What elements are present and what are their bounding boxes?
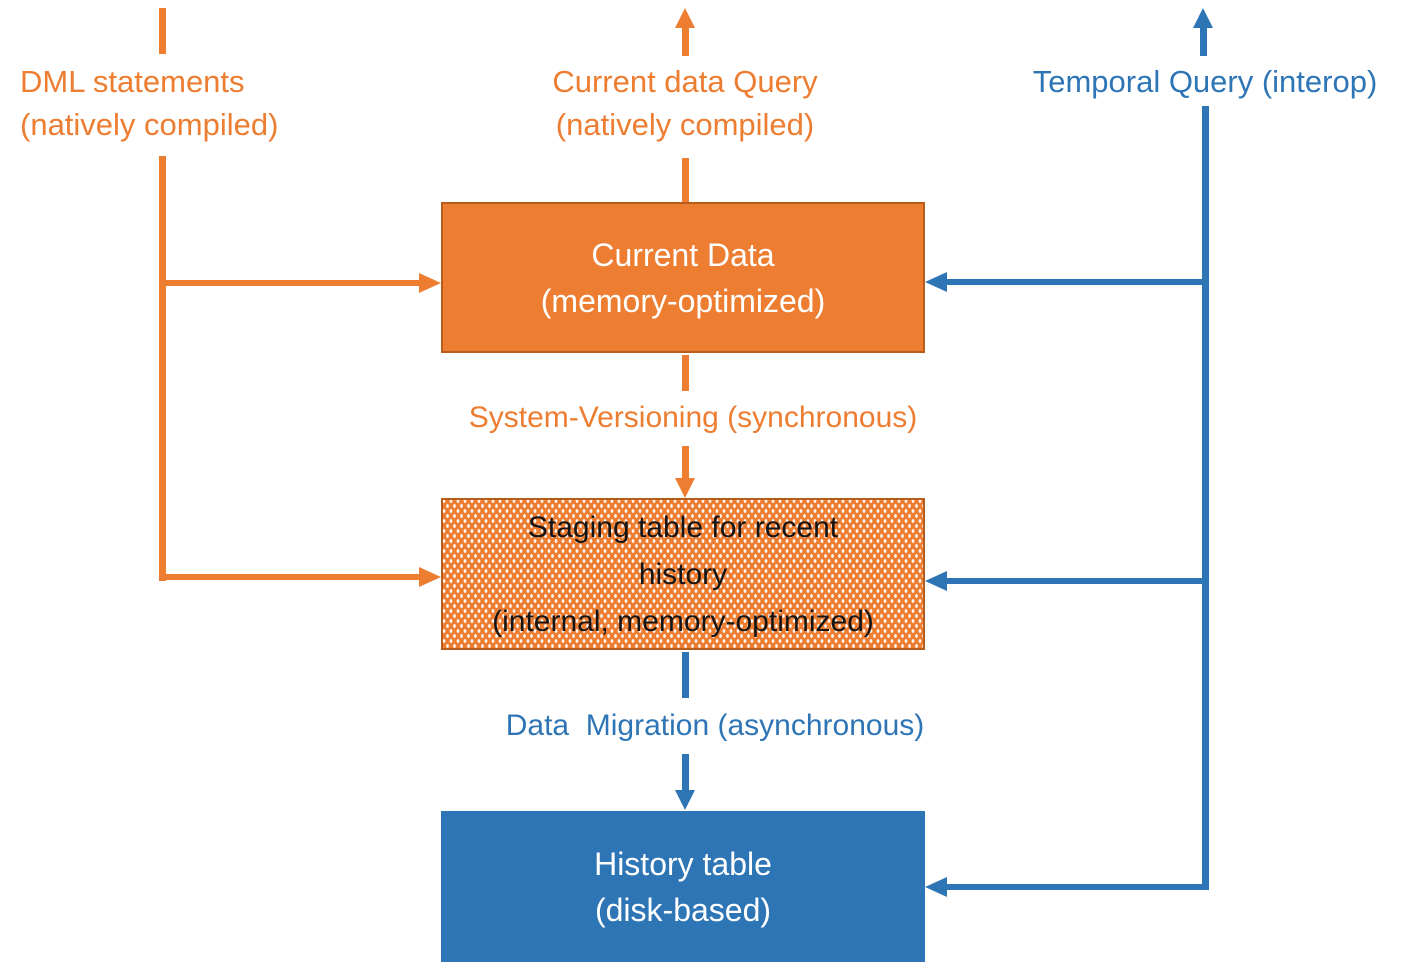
dml-statements-label-line1: DML statements (20, 64, 245, 99)
system-versioning-label: System-Versioning (synchronous) (468, 401, 918, 434)
current-data-box: Current Data (memory-optimized) (441, 202, 925, 353)
temporal-to-current-data-connector (947, 279, 1209, 285)
arrowhead-right-into-staging-icon (419, 567, 441, 587)
temporal-query-arrow-shaft (1200, 26, 1207, 56)
current-data-query-label: Current data Query (natively compiled) (485, 60, 885, 146)
arrowhead-down-into-history-icon (675, 790, 695, 810)
arrowhead-left-into-staging-icon (925, 571, 947, 591)
temporal-to-staging-connector (947, 578, 1209, 584)
staging-table-box: Staging table for recent history (intern… (441, 498, 925, 650)
temporal-to-history-connector (947, 884, 1209, 890)
staging-table-box-line2: history (638, 557, 728, 591)
dml-connector-top-segment (159, 8, 166, 54)
sv-to-staging-arrow-shaft (682, 446, 689, 478)
dml-to-staging-connector (163, 574, 421, 580)
dml-to-current-data-connector (163, 280, 421, 286)
query-to-current-data-connector (682, 158, 689, 204)
dml-statements-label-line2: (natively compiled) (20, 107, 279, 142)
dml-statements-label: DML statements (natively compiled) (20, 60, 278, 146)
current-data-box-line1: Current Data (591, 236, 775, 273)
temporal-query-label: Temporal Query (interop) (1032, 64, 1378, 99)
staging-table-box-line3: (internal, memory-optimized) (492, 604, 874, 638)
arrowhead-down-into-staging-icon (675, 478, 695, 498)
current-data-to-sv-label-connector (682, 355, 689, 391)
current-data-query-label-line2: (natively compiled) (555, 107, 815, 142)
dm-to-history-arrow-shaft (682, 754, 689, 790)
temporal-query-main-vertical-connector (1202, 106, 1209, 890)
arrowhead-right-into-current-data-icon (419, 273, 441, 293)
arrowhead-left-into-current-data-icon (925, 272, 947, 292)
history-table-box: History table (disk-based) (441, 811, 925, 962)
dml-connector-vertical-segment (159, 156, 166, 581)
history-table-box-line1: History table (594, 845, 772, 882)
current-data-query-label-line1: Current data Query (552, 64, 818, 99)
history-table-box-line2: (disk-based) (594, 891, 772, 928)
staging-to-dm-label-connector (682, 652, 689, 698)
data-migration-label: Data Migration (asynchronous) (505, 709, 925, 742)
arrowhead-up-temporal-query-icon (1193, 8, 1213, 28)
staging-table-box-line1: Staging table for recent (527, 510, 839, 544)
arrowhead-up-current-query-icon (675, 8, 695, 28)
arrowhead-left-into-history-icon (925, 877, 947, 897)
current-data-box-line2: (memory-optimized) (540, 282, 826, 319)
current-query-arrow-shaft (682, 26, 689, 56)
